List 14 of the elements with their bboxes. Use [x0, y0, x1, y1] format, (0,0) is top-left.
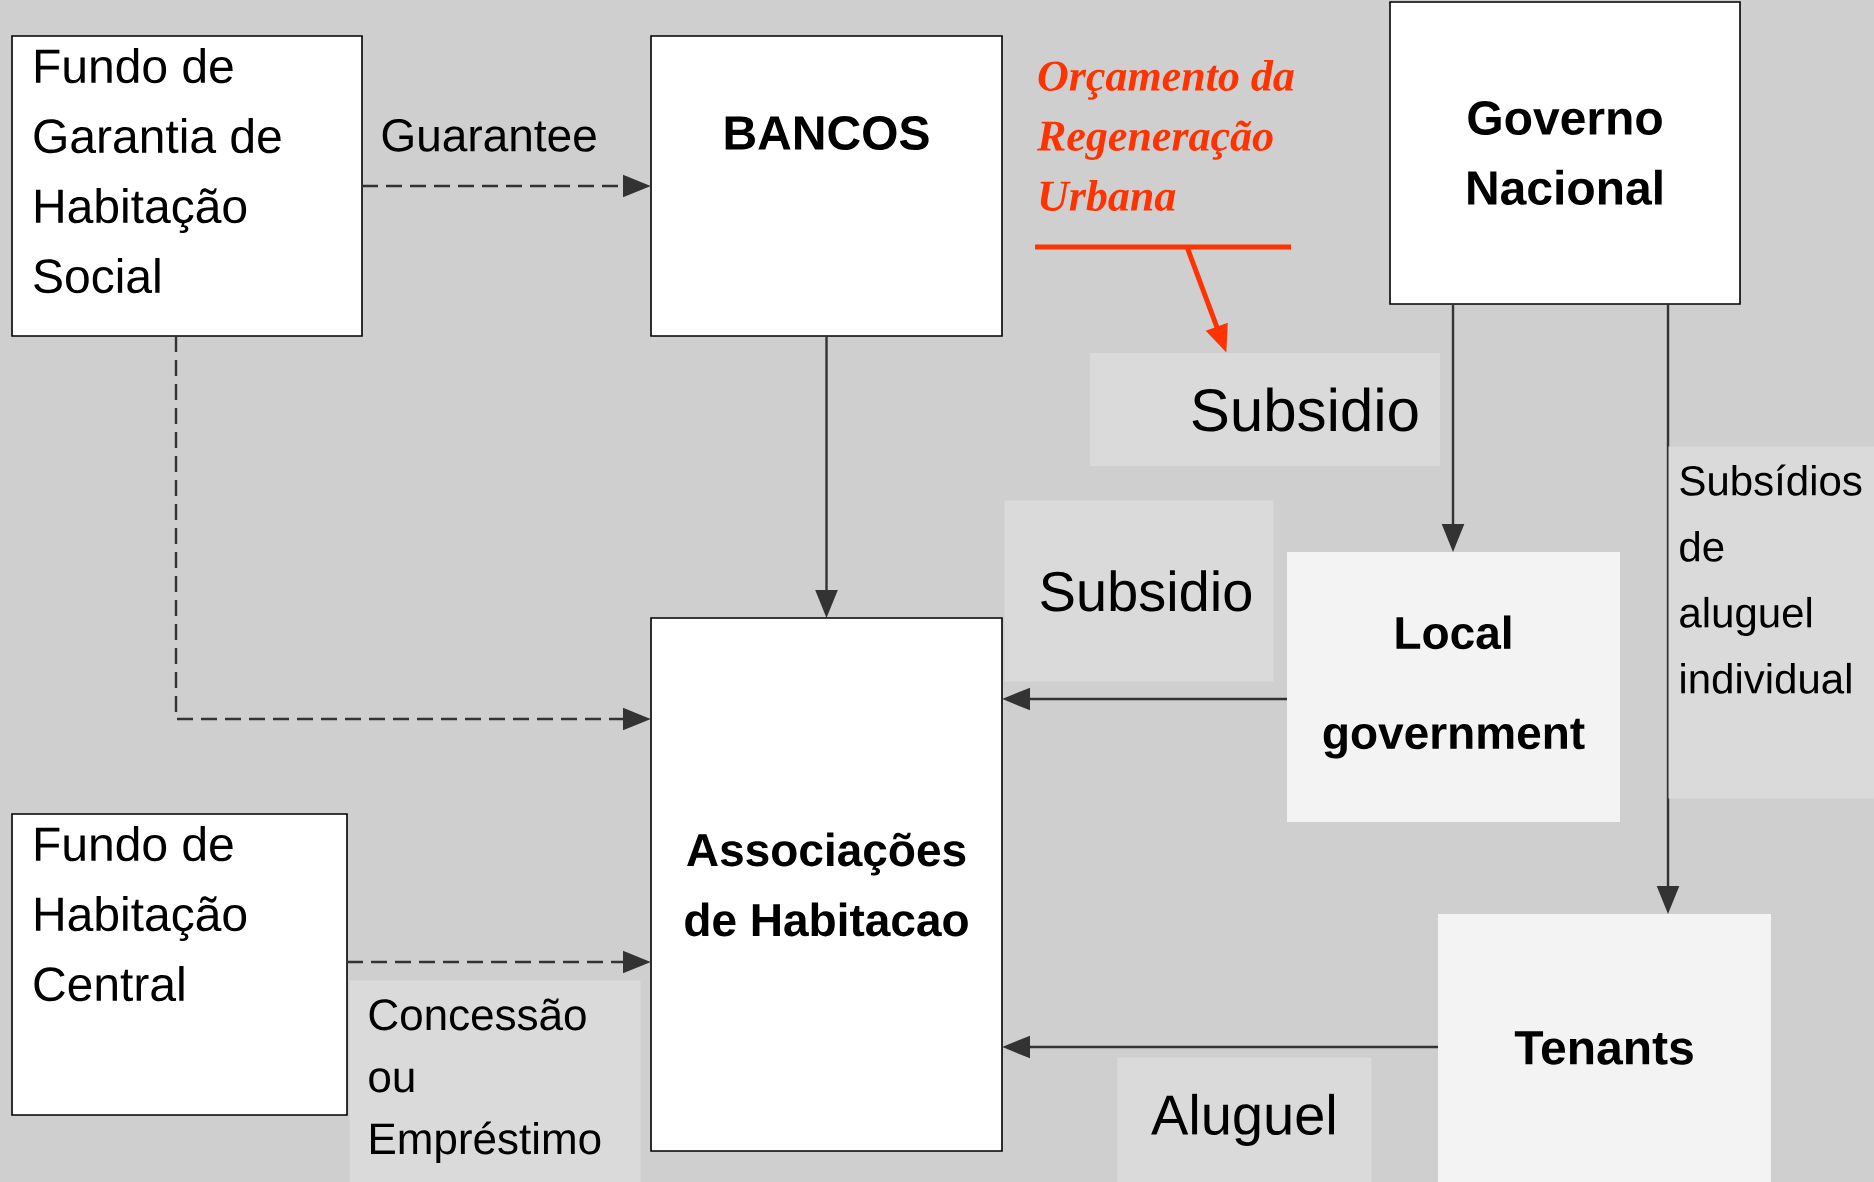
edge-label: Guarantee: [380, 95, 596, 176]
government-box: Governo Nacional: [1389, 1, 1741, 305]
local-government-box: Local government: [1287, 552, 1620, 822]
edge-label: Subsídios de aluguel individual: [1668, 446, 1874, 799]
bank-box: BANCOS: [650, 35, 1003, 337]
fund-box: Fundo de Garantia de Habitação Social: [11, 35, 363, 337]
fund-box: Fundo de Habitação Central: [11, 813, 348, 1116]
edge-label: Aluguel: [1117, 1057, 1372, 1182]
edge-label: Concessão ou Empréstimo: [349, 980, 641, 1182]
edge-label: Subsidio: [1004, 500, 1274, 682]
tenants-box: Tenants: [1438, 914, 1771, 1182]
association-box: Associações de Habitacao: [650, 617, 1003, 1152]
subsidy-panel: Subsidio: [1090, 353, 1440, 466]
budget-text: Orçamento da Regeneração Urbana: [1036, 60, 1294, 212]
